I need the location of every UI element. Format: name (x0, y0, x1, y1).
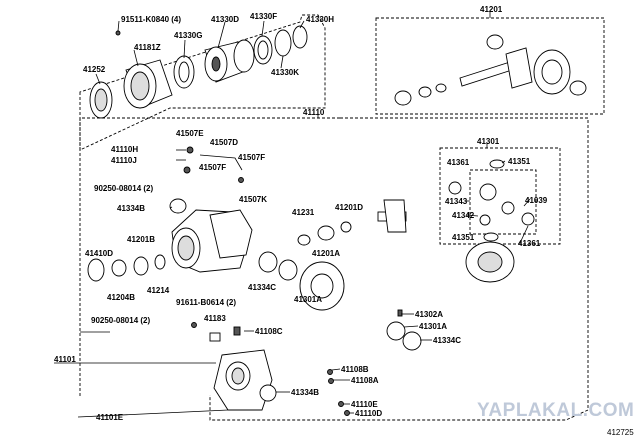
label-91611-b0614: 91611-B0614 (2) (176, 298, 236, 307)
group-box-drive-pinion (375, 17, 605, 115)
label-41507d: 41507D (210, 138, 238, 147)
label-41342: 41342 (452, 211, 475, 220)
illustration-number: 412725 (607, 428, 634, 437)
label-41108a: 41108A (351, 376, 379, 385)
label-41351-bottom: 41351 (452, 233, 475, 242)
label-41101: 41101 (54, 355, 76, 364)
group-box-rear-cover (79, 14, 326, 151)
label-41110e: 41110E (351, 400, 378, 409)
label-41507k: 41507K (239, 195, 267, 204)
label-41110: 41110 (303, 108, 325, 117)
label-41201d: 41201D (335, 203, 363, 212)
label-41181z: 41181Z (134, 43, 161, 52)
group-box-main-case (209, 117, 589, 421)
label-90250-08014-top: 90250-08014 (2) (94, 184, 153, 193)
label-90250-08014-bottom: 90250-08014 (2) (91, 316, 150, 325)
rear-cover-parts (89, 25, 308, 119)
label-41108b: 41108B (341, 365, 369, 374)
label-41330g: 41330G (174, 31, 202, 40)
label-41204b: 41204B (107, 293, 135, 302)
label-41410d: 41410D (85, 249, 113, 258)
label-41361-top: 41361 (447, 158, 470, 167)
housing-parts (87, 146, 535, 416)
label-41301: 41301 (477, 137, 500, 146)
label-41334c-top: 41334C (248, 283, 276, 292)
label-41330d: 41330D (211, 15, 239, 24)
label-41343: 41343 (445, 197, 468, 206)
label-41231: 41231 (292, 208, 315, 217)
label-41334c-bottom: 41334C (433, 336, 461, 345)
label-41334b-top: 41334B (117, 204, 145, 213)
label-41201a: 41201A (312, 249, 340, 258)
label-41110d: 41110D (355, 409, 382, 418)
label-41301a-bottom: 41301A (419, 322, 447, 331)
label-41110h: 41110H (111, 145, 138, 154)
label-41330h: 41330H (306, 15, 334, 24)
label-41108c: 41108C (255, 327, 283, 336)
label-41507f-left: 41507F (199, 163, 226, 172)
leader-lines (54, 12, 531, 418)
label-41201b: 41201B (127, 235, 155, 244)
label-41351-top: 41351 (508, 157, 531, 166)
group-box-diff-pinions (469, 169, 537, 235)
label-41214: 41214 (147, 286, 170, 295)
label-41361-bottom: 41361 (518, 239, 541, 248)
label-41252: 41252 (83, 65, 106, 74)
label-41330f: 41330F (250, 12, 277, 21)
label-41039: 41039 (525, 196, 548, 205)
label-41334b-bottom: 41334B (291, 388, 319, 397)
label-91511-k0840: 91511-K0840 (4) (121, 15, 181, 24)
label-41201: 41201 (480, 5, 503, 14)
label-41507e: 41507E (176, 129, 204, 138)
drive-pinion-parts (394, 34, 587, 106)
label-41101e: 41101E (96, 413, 124, 422)
label-41330k: 41330K (271, 68, 299, 77)
label-41302a: 41302A (415, 310, 443, 319)
watermark: YAPLAKAL.COM (477, 400, 634, 421)
label-41507f-right: 41507F (238, 153, 265, 162)
label-41301a-top: 41301A (294, 295, 322, 304)
label-41183: 41183 (204, 314, 226, 323)
label-41110j: 41110J (111, 156, 137, 165)
